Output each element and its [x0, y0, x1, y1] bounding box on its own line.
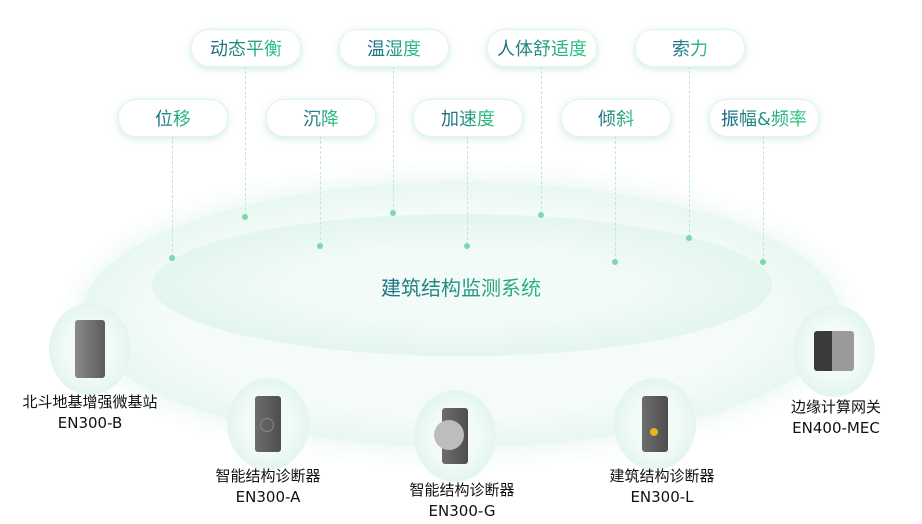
- metric-pill: 沉降: [266, 99, 376, 137]
- connector-dot: [464, 243, 470, 249]
- metric-pill: 位移: [118, 99, 228, 137]
- connector-line: [467, 136, 468, 245]
- device-en300-g-image: [414, 390, 496, 482]
- connector-dot: [760, 259, 766, 265]
- connector-dot: [390, 210, 396, 216]
- metric-pill: 索力: [635, 29, 745, 67]
- device-en300-l-image: [614, 378, 696, 470]
- connector-dot: [317, 243, 323, 249]
- system-title: 建筑结构监测系统: [0, 272, 922, 301]
- connector-dot: [538, 212, 544, 218]
- metric-pill: 倾斜: [561, 99, 671, 137]
- device-en400-mec-image: [793, 305, 875, 397]
- metric-pill: 人体舒适度: [487, 29, 597, 67]
- connector-line: [615, 136, 616, 261]
- device-en300-a-image: [227, 378, 309, 470]
- metric-pill: 温湿度: [339, 29, 449, 67]
- inner-ring: [152, 214, 772, 356]
- device-en300-b-image: [49, 303, 131, 395]
- connector-line: [320, 136, 321, 245]
- metric-pill: 加速度: [413, 99, 523, 137]
- connector-line: [541, 66, 542, 214]
- connector-dot: [612, 259, 618, 265]
- connector-dot: [169, 255, 175, 261]
- connector-dot: [686, 235, 692, 241]
- connector-line: [763, 136, 764, 261]
- metric-pill: 振幅&频率: [709, 99, 819, 137]
- connector-line: [245, 66, 246, 216]
- connector-line: [172, 136, 173, 257]
- connector-line: [689, 66, 690, 237]
- connector-line: [393, 66, 394, 212]
- metric-pill: 动态平衡: [191, 29, 301, 67]
- connector-dot: [242, 214, 248, 220]
